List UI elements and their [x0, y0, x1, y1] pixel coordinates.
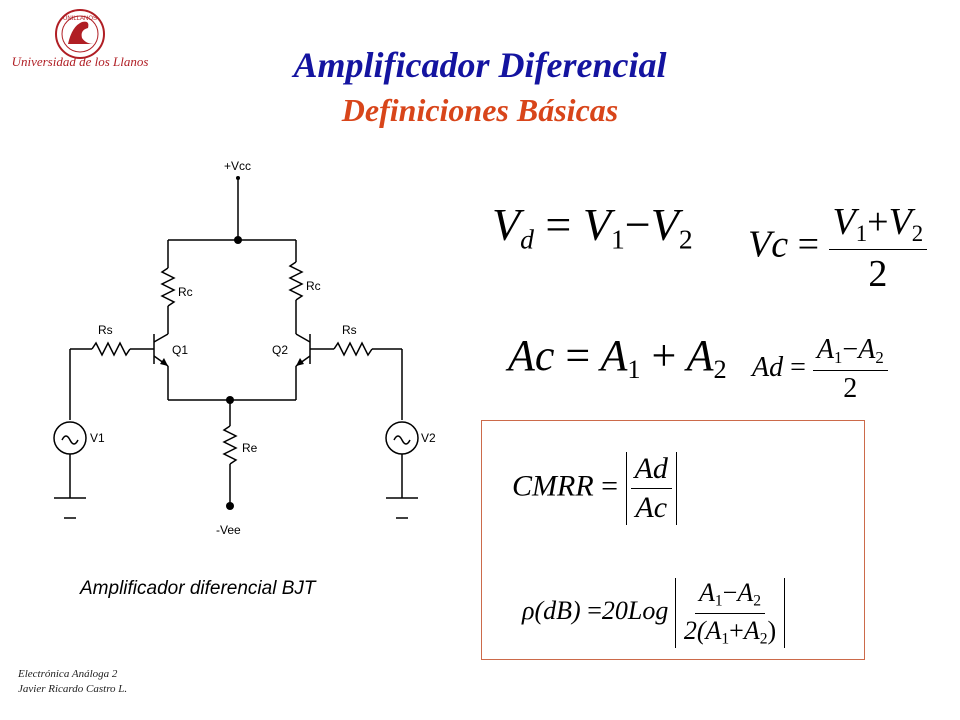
ac-b: A [686, 331, 714, 380]
rho-den-b: A [743, 615, 760, 645]
logo-emblem-icon: UNILLANOS [55, 9, 105, 59]
ac-a: A [600, 331, 628, 380]
vd-lhs: V [492, 199, 521, 250]
vc-num-a-sub: 1 [855, 220, 868, 246]
rho-num-b-sub: 2 [753, 592, 762, 610]
rc-left-label: Rc [178, 285, 193, 299]
vc-num-b: V [888, 201, 912, 243]
cmrr-lhs: CMRR [512, 469, 594, 503]
rho-eq: = [587, 596, 602, 626]
equation-cmrr: CMRR = Ad Ac [512, 452, 677, 525]
ad-fraction: A1−A2 2 [812, 334, 888, 405]
vd-b-sub: 2 [678, 223, 693, 255]
rho-num-b: A [737, 578, 754, 607]
ad-num-b: A [858, 334, 876, 365]
vcc-label: +Vcc [224, 159, 251, 173]
re-label: Re [242, 441, 258, 455]
university-logo: UNILLANOS [10, 8, 150, 72]
ac-lhs: Ac [508, 331, 555, 380]
ad-num-op: − [842, 334, 859, 365]
ac-op: + [651, 331, 677, 380]
rho-lhs: ρ(dB) [522, 596, 581, 626]
rho-den-op: + [729, 615, 744, 645]
cmrr-eq: = [601, 469, 619, 503]
cmrr-num: Ad [630, 452, 672, 489]
equation-rho: ρ(dB) =20Log A1−A2 2(A1+A2) [522, 578, 786, 649]
equation-vd: Vd = V1−V2 [492, 198, 693, 255]
vd-b: V [650, 199, 679, 250]
ad-den: 2 [843, 373, 858, 405]
rho-coef: 20Log [601, 596, 669, 626]
equation-vc: Vc = V1+V2 2 [748, 200, 928, 296]
cmrr-abs: Ad Ac [625, 452, 677, 525]
ad-num-a: A [816, 334, 835, 365]
rho-den-post: ) [767, 615, 777, 645]
vd-lhs-sub: d [520, 223, 534, 255]
rho-num-a: A [698, 578, 715, 607]
equation-ac: Ac = A1 + A2 [508, 330, 727, 385]
footer-course: Electrónica Análoga 2 [18, 668, 118, 680]
page-title: Amplificador Diferencial [293, 45, 667, 85]
vd-eq: = [545, 199, 572, 250]
logo-text: Universidad de los Llanos [11, 54, 149, 69]
rho-den-a-sub: 1 [721, 630, 730, 648]
vc-eq: = [797, 223, 820, 266]
v1-label: V1 [90, 431, 105, 445]
rs-right-label: Rs [342, 323, 357, 337]
circuit-caption: Amplificador diferencial BJT [80, 578, 316, 599]
vc-fraction: V1+V2 2 [828, 200, 928, 296]
rho-den-b-sub: 2 [759, 630, 768, 648]
v2-label: V2 [421, 431, 436, 445]
rho-num-op: − [722, 578, 738, 607]
vc-num-a: V [832, 201, 856, 243]
rho-abs: A1−A2 2(A1+A2) [674, 578, 786, 649]
q2-label: Q2 [272, 343, 288, 357]
ad-lhs: Ad [752, 351, 784, 383]
equation-ad: Ad = A1−A2 2 [752, 334, 888, 405]
vc-num-b-sub: 2 [911, 220, 924, 246]
cmrr-den: Ac [635, 491, 668, 524]
ratio-equations-box [481, 420, 865, 660]
vd-a: V [582, 199, 611, 250]
vee-label: -Vee [216, 523, 241, 537]
vc-num-op: + [867, 201, 889, 243]
footer-author: Javier Ricardo Castro L. [18, 683, 128, 695]
ac-eq: = [565, 331, 591, 380]
ad-num-a-sub: 1 [834, 348, 843, 368]
logo-badge-text: UNILLANOS [63, 16, 97, 22]
vd-op: − [624, 199, 651, 250]
rho-num-a-sub: 1 [714, 592, 723, 610]
vc-den: 2 [868, 252, 888, 295]
cmrr-fraction: Ad Ac [630, 452, 672, 525]
ad-num-b-sub: 2 [875, 348, 884, 368]
ac-b-sub: 2 [713, 353, 727, 384]
bjt-differential-amplifier-circuit: +Vcc Rc Rc Rs Rs Q1 Q2 Re V1 V2 -Vee [53, 159, 436, 537]
q1-label: Q1 [172, 343, 188, 357]
vd-a-sub: 1 [610, 223, 625, 255]
rc-right-label: Rc [306, 279, 321, 293]
ac-a-sub: 1 [627, 353, 641, 384]
rho-fraction: A1−A2 2(A1+A2) [680, 578, 780, 648]
ad-eq: = [790, 351, 806, 383]
page-subtitle: Definiciones Básicas [341, 92, 619, 128]
vc-lhs: Vc [748, 223, 789, 266]
rs-left-label: Rs [98, 323, 113, 337]
rho-den-pre: 2(A [683, 615, 722, 645]
